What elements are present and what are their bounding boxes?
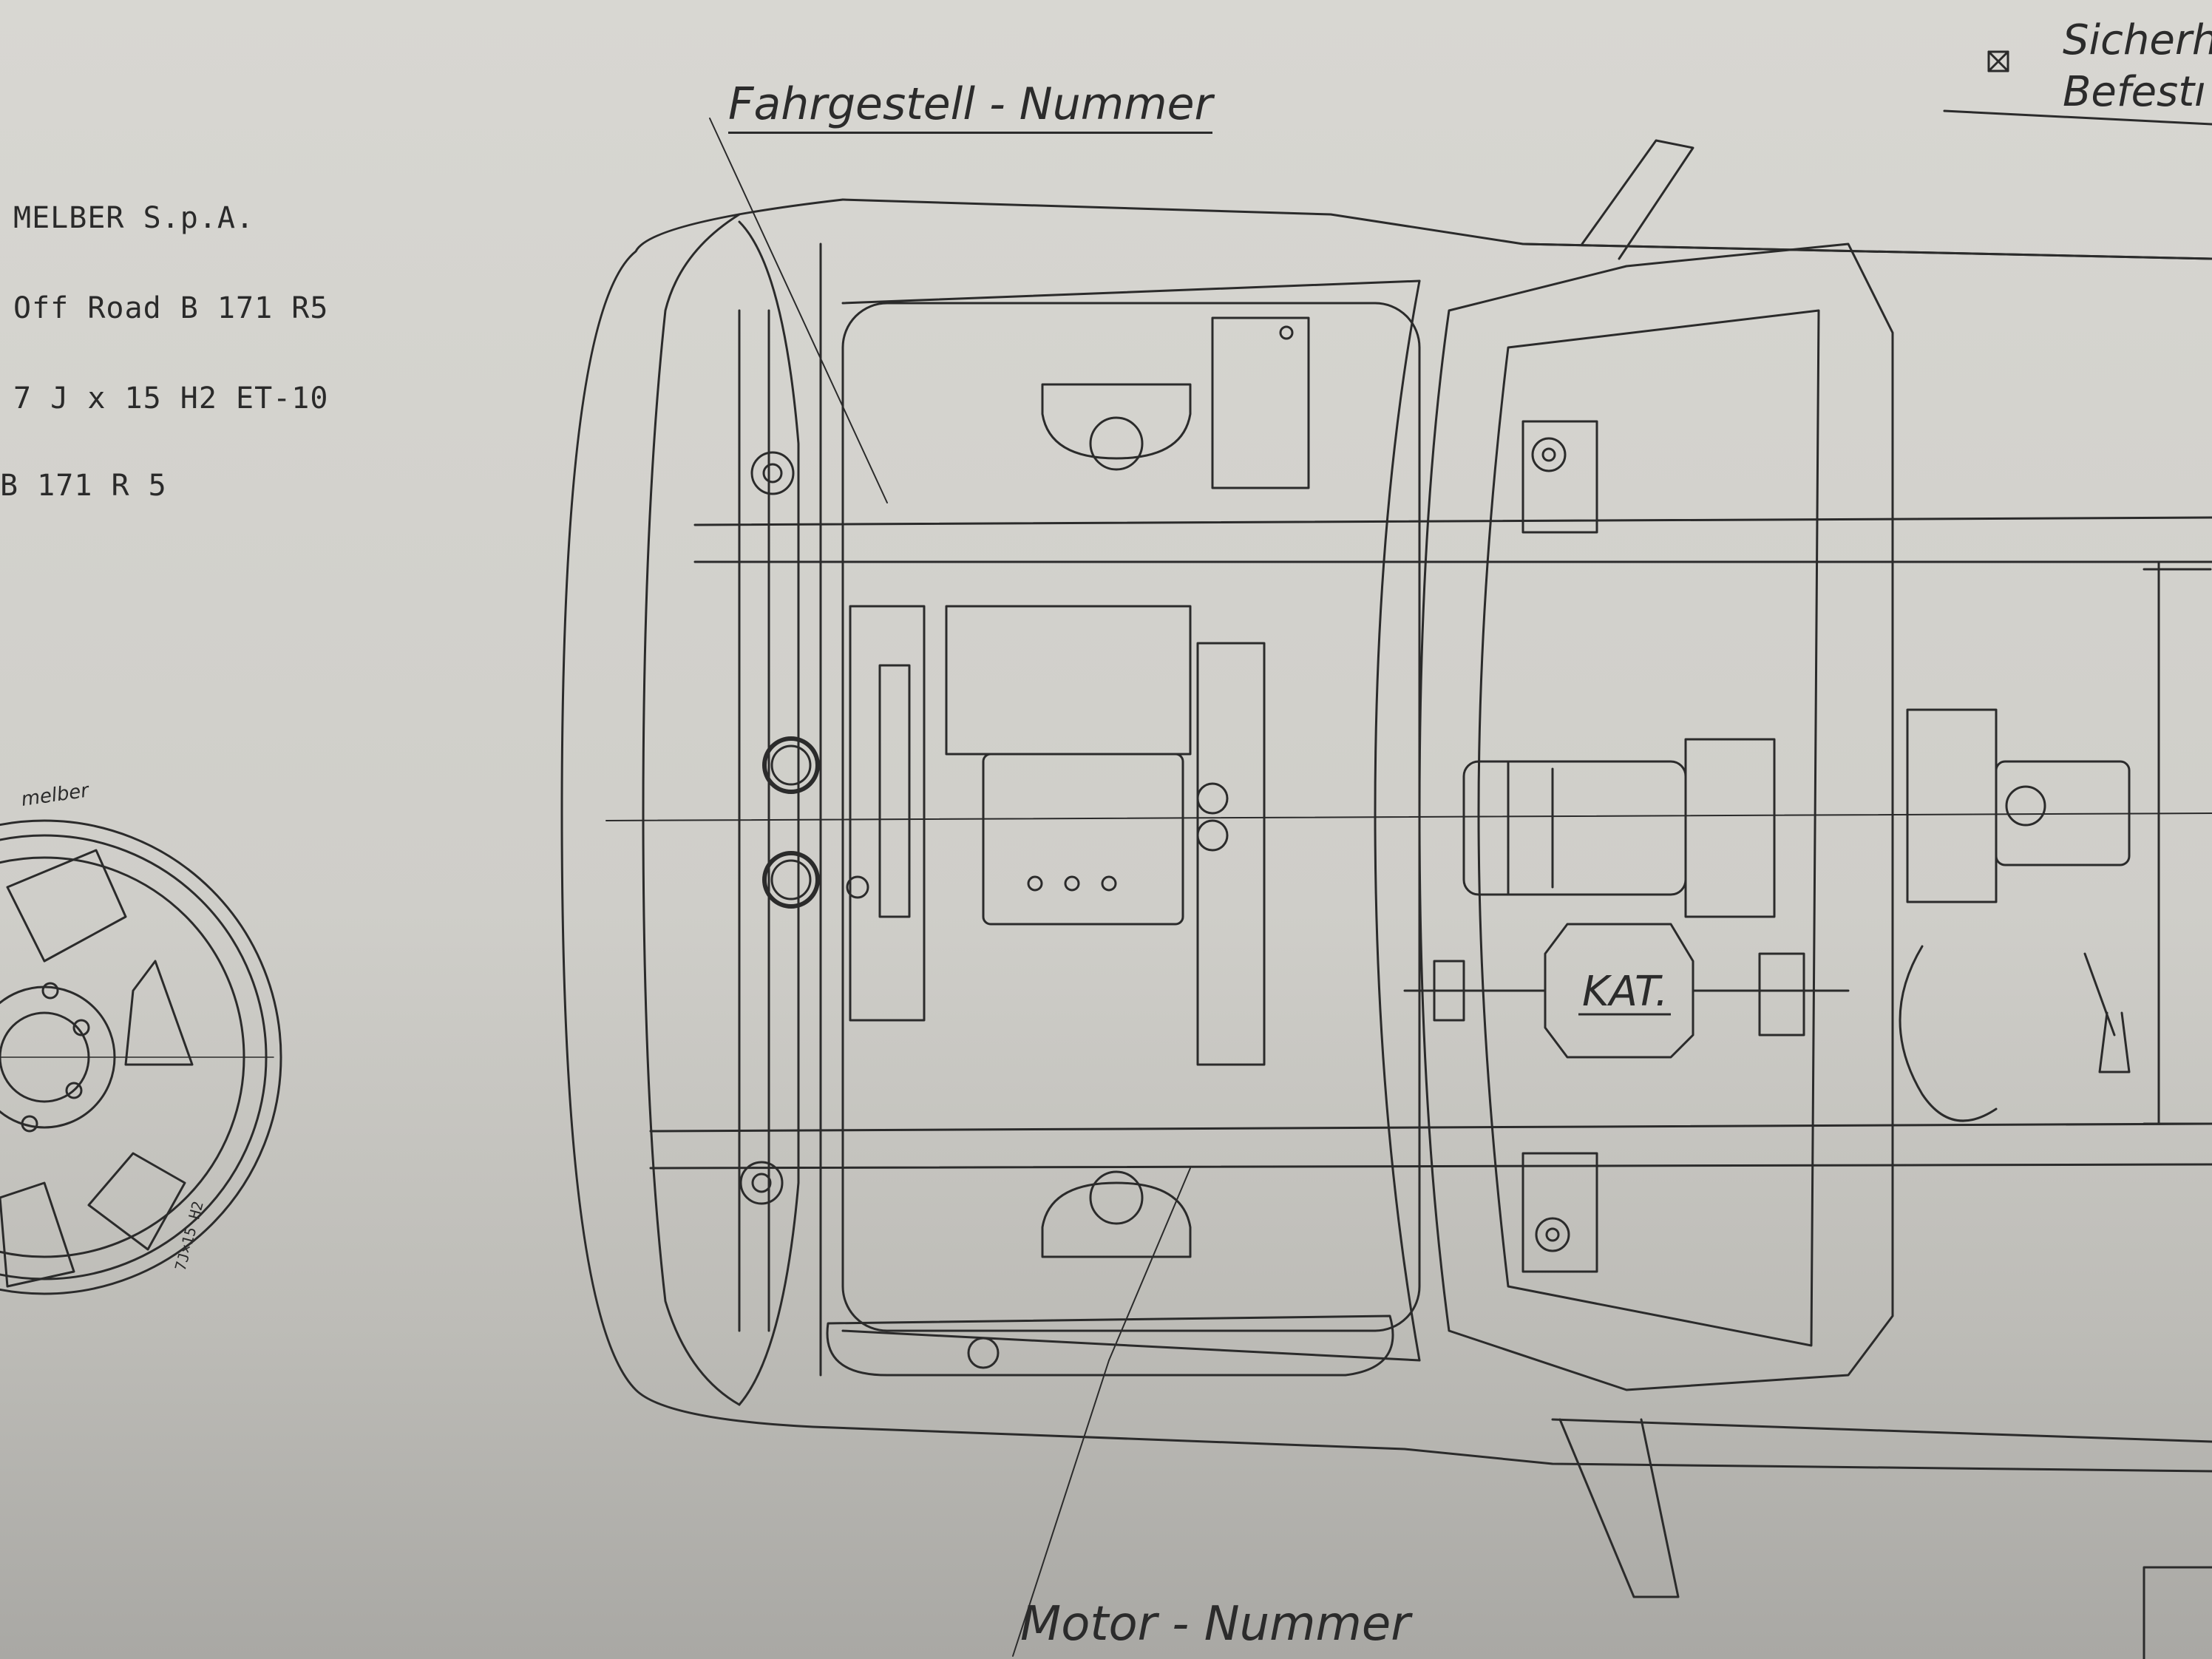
- front-mount-left: [750, 451, 795, 495]
- engine-number-label: Motor - Nummer: [1020, 1597, 1411, 1652]
- wheel-code-text: B 171 R 5: [0, 469, 167, 503]
- wheel-size-text: 7 J x 15 H2 ET-10: [13, 381, 329, 415]
- crossed-square-icon: [1987, 50, 2009, 72]
- wheel-model-text: Off Road B 171 R5: [13, 291, 329, 325]
- manufacturer-text: MELBER S.p.A.: [13, 201, 255, 235]
- safety-label-line1: Sicherh: [2063, 16, 2212, 64]
- cabin-outline: [1374, 279, 1421, 1362]
- front-mount-right: [739, 1161, 784, 1205]
- chassis-number-label: Fahrgestell - Nummer: [728, 78, 1213, 134]
- engine-block: [982, 753, 1184, 926]
- catalyst-label: KAT.: [1582, 968, 1668, 1016]
- wheel-brand-text: melber: [20, 779, 92, 811]
- wheel-drawing: [0, 819, 282, 1295]
- body-outline: [560, 198, 2212, 1473]
- transmission: [1462, 760, 1687, 896]
- catalytic-converter: [1544, 923, 1694, 1059]
- safety-label-line2: Befestı: [2063, 68, 2206, 116]
